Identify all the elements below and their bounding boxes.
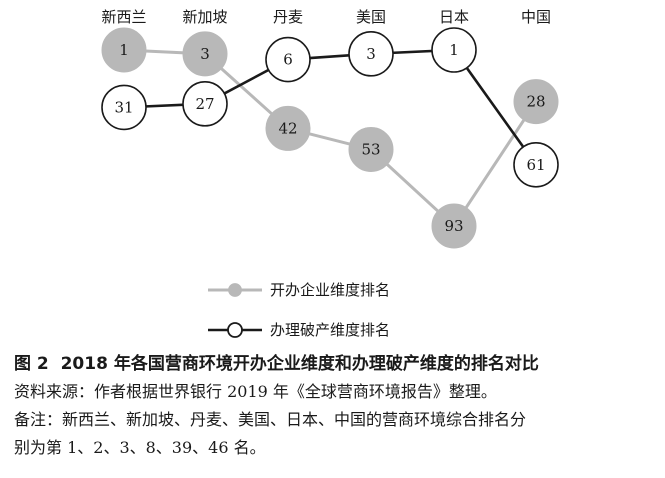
figure-title-text: 2018 年各国营商环境开办企业维度和办理破产维度的排名对比 [60,354,539,374]
category-label: 美国 [356,8,386,26]
insolvency-rank-marker [101,84,147,131]
category-labels: 新西兰 新加坡 丹麦 美国 日本 中国 [101,8,551,26]
data-label: 3 [366,45,376,63]
insolvency-rank-marker [431,27,477,73]
legend-label: 开办企业维度排名 [270,281,390,299]
category-label: 新加坡 [182,8,227,26]
startup-rank-marker [431,203,477,249]
category-label: 新西兰 [101,8,146,26]
insolvency-rank-marker [182,81,228,127]
startup-rank-marker [513,79,559,125]
source-note: 资料来源：作者根据世界银行 2019 年《全球营商环境报告》整理。 [14,382,497,401]
data-label: 27 [195,95,214,113]
data-label: 28 [526,93,545,111]
data-label: 61 [526,156,545,174]
insolvency-rank-marker [265,36,311,83]
data-label: 1 [449,41,459,59]
insolvency-rank-marker [348,31,394,77]
legend-marker [228,283,242,297]
insolvency-rank-marker [513,141,559,188]
category-label: 中国 [521,8,551,26]
remark-note-line-2: 别为第 1、2、3、8、39、46 名。 [14,438,266,457]
category-label: 日本 [439,8,469,26]
startup-rank-marker [101,27,147,73]
data-label: 3 [200,45,210,63]
series-lines [123,48,538,229]
figure-number: 图 2 [14,354,49,374]
data-label: 53 [361,140,380,158]
startup-rank-marker [182,31,228,77]
startup-rank-marker [265,105,311,151]
category-label: 丹麦 [273,8,303,26]
legend-marker [227,322,243,338]
data-label: 1 [119,41,129,59]
legend-label: 办理破产维度排名 [270,321,390,339]
figure-title: 图 2 2018 年各国营商环境开办企业维度和办理破产维度的排名对比 [14,350,654,378]
data-label: 93 [444,217,463,235]
data-label: 6 [283,51,293,69]
remark-note-line-1: 备注：新西兰、新加坡、丹麦、美国、日本、中国的营商环境综合排名分 [14,410,527,429]
data-label: 42 [278,119,297,137]
data-label: 31 [114,98,133,116]
figure-caption: 图 2 2018 年各国营商环境开办企业维度和办理破产维度的排名对比 资料来源：… [14,350,654,462]
startup-rank-marker [348,126,394,172]
